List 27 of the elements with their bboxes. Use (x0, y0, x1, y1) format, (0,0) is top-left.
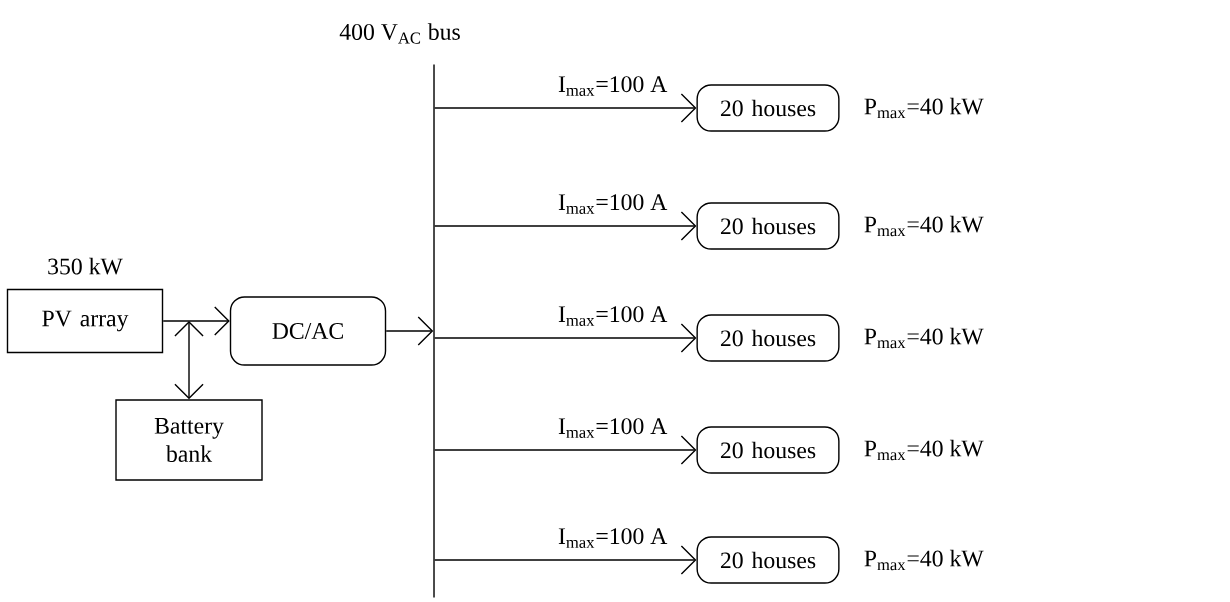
arrow (174, 321, 204, 400)
rounded-box: 20 houses (696, 426, 840, 474)
side-label: P$_{max}$=40 kW (864, 327, 984, 349)
arrow (434, 93, 697, 123)
edge-label: I$_{max}$=100 A (556, 416, 670, 440)
process-box: PV array (6, 288, 164, 354)
edge-label: I$_{max}$=100 A (556, 192, 670, 216)
arrow (434, 211, 697, 241)
arrow (434, 545, 697, 575)
edge-label: I$_{max}$=100 A (556, 526, 670, 550)
process-box: Battery bank (115, 399, 263, 481)
arrow (434, 435, 697, 465)
arrow (162, 306, 230, 336)
edge-label: I$_{max}$=100 A (556, 74, 670, 98)
rounded-box: 20 houses (696, 536, 840, 584)
side-label: P$_{max}$=40 kW (864, 97, 984, 119)
side-label: P$_{max}$=40 kW (864, 439, 984, 461)
side-label: P$_{max}$=40 kW (864, 215, 984, 237)
side-label: P$_{max}$=40 kW (864, 549, 984, 571)
side-label: 350 kW (48, 257, 123, 275)
bus-label: 400 V$_{AC}$ bus (339, 23, 460, 44)
edge-label: I$_{max}$=100 A (556, 304, 670, 328)
rounded-box: 20 houses (696, 202, 840, 250)
rounded-box: 20 houses (696, 314, 840, 362)
rounded-box: DC/AC (229, 296, 387, 366)
arrow (434, 323, 697, 353)
rounded-box: 20 houses (696, 84, 840, 132)
